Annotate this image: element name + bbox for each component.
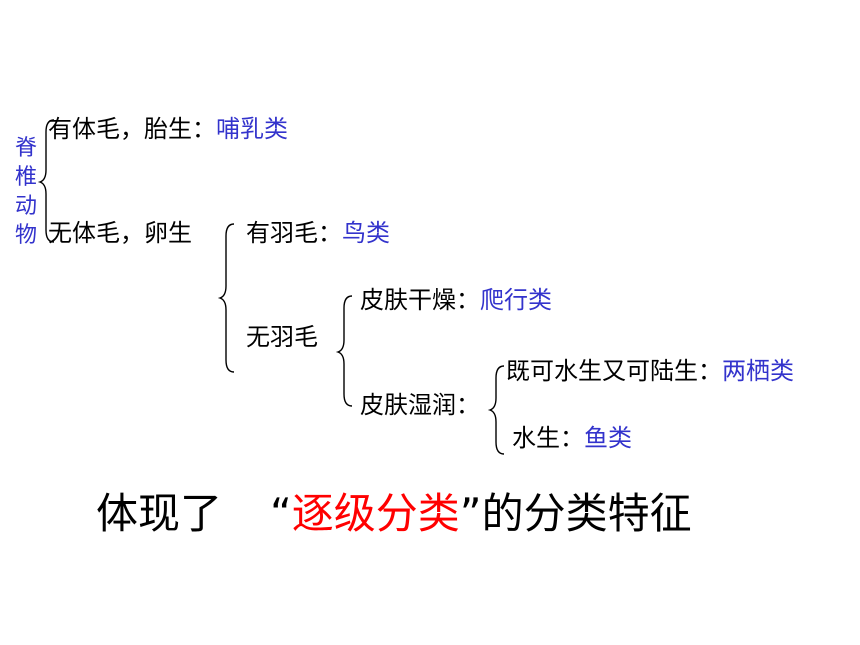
- node-dry-skin: 皮肤干燥：爬行类: [360, 286, 552, 314]
- brace-feather: [335, 295, 353, 407]
- class-mammals: 哺乳类: [216, 115, 288, 143]
- node-label: 既可水生又可陆生：: [506, 357, 722, 385]
- node-moist-skin: 皮肤湿润：: [360, 391, 480, 419]
- conclusion-part2: 的分类特征: [481, 489, 692, 538]
- node-hairy-viviparous: 有体毛，胎生：哺乳类: [48, 115, 288, 143]
- brace-egg: [217, 223, 235, 373]
- node-label: 有羽毛：: [246, 219, 342, 247]
- open-quote: “: [270, 489, 292, 538]
- class-amphibians: 两栖类: [722, 357, 794, 385]
- brace-moist: [487, 365, 505, 455]
- node-feathered: 有羽毛：鸟类: [246, 219, 390, 247]
- close-quote: ”: [459, 489, 482, 538]
- node-hairless-oviparous: 无体毛，卵生: [48, 219, 192, 247]
- root-char: 脊: [14, 136, 37, 161]
- root-char: 动: [14, 194, 37, 219]
- root-label-vertebrates: 脊 椎 动 物: [12, 134, 40, 250]
- node-label: 皮肤湿润：: [360, 391, 480, 419]
- conclusion-part1: 体现了: [96, 489, 223, 538]
- node-label: 水生：: [512, 424, 584, 452]
- node-label: 无羽毛: [246, 323, 318, 351]
- node-label: 无体毛，卵生: [48, 219, 192, 247]
- node-aquatic: 水生：鱼类: [512, 424, 632, 452]
- node-amphibious: 既可水生又可陆生：两栖类: [506, 357, 794, 385]
- highlight-stepwise-classification: 逐级分类: [291, 489, 460, 538]
- conclusion-text: 体现了 “逐级分类”的分类特征: [96, 488, 736, 540]
- class-reptiles: 爬行类: [480, 286, 552, 314]
- root-char: 椎: [14, 165, 37, 190]
- node-label: 有体毛，胎生：: [48, 115, 216, 143]
- class-birds: 鸟类: [342, 219, 390, 247]
- class-fish: 鱼类: [584, 424, 632, 452]
- root-char: 物: [14, 223, 37, 248]
- node-featherless: 无羽毛: [246, 323, 318, 351]
- node-label: 皮肤干燥：: [360, 286, 480, 314]
